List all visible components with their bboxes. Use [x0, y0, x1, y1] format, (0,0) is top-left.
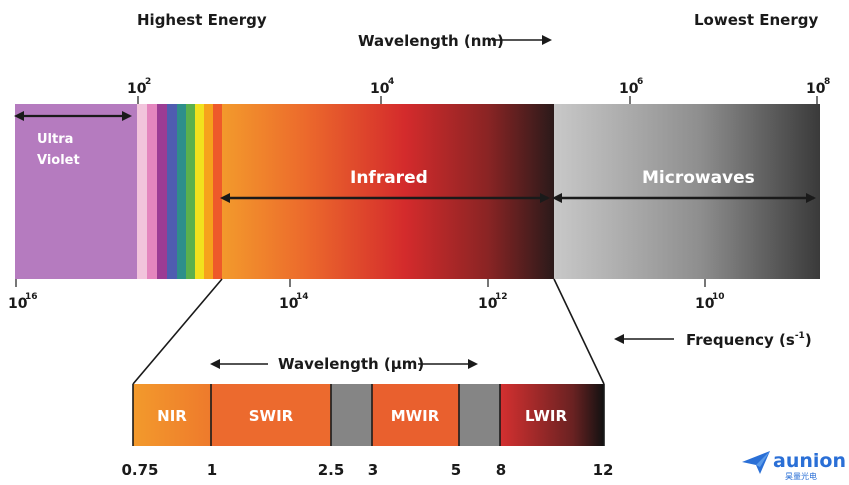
wavelength-tick-base: 10 [370, 81, 390, 97]
wavelength-tick-base: 10 [619, 81, 639, 97]
wavelength-tick-base: 10 [806, 81, 826, 97]
gap-segment [459, 384, 500, 446]
wavelength-tick-4: 10 8 [806, 77, 830, 104]
wavelength-tick-base: 10 [127, 81, 147, 97]
frequency-label-close: ) [805, 331, 812, 349]
wavelength-tick-3: 10 6 [619, 77, 643, 104]
paper-plane-icon [742, 451, 770, 474]
visible-strip [195, 104, 204, 279]
visible-strip [137, 104, 147, 279]
frequency-tick-base: 10 [695, 296, 715, 312]
infrared-detail-bar: NIR SWIR MWIR LWIR [132, 384, 605, 446]
mwir-label: MWIR [391, 407, 440, 425]
visible-strip [167, 104, 177, 279]
gap-segment [331, 384, 372, 446]
wavelength-tick-1: 10 2 [127, 77, 151, 104]
highest-energy-label: Highest Energy [137, 11, 267, 29]
logo-name: aunion [773, 450, 846, 472]
frequency-label-text: Frequency (s [686, 331, 795, 349]
frequency-tick-exp: 14 [296, 292, 309, 302]
aunion-logo: aunion 昊量光电 [742, 450, 846, 481]
nir-label: NIR [157, 407, 187, 425]
lwir-segment [500, 384, 604, 446]
frequency-tick-exp: 10 [712, 292, 725, 302]
frequency-tick-base: 10 [478, 296, 498, 312]
frequency-tick-exp: 16 [25, 292, 38, 302]
visible-strip [204, 104, 213, 279]
lwir-label: LWIR [525, 407, 568, 425]
frequency-tick-base: 10 [8, 296, 28, 312]
visible-strip [147, 104, 157, 279]
visible-strip [177, 104, 186, 279]
visible-strip [157, 104, 167, 279]
swir-segment [211, 384, 331, 446]
visible-strip [213, 104, 222, 279]
logo-subtitle: 昊量光电 [785, 471, 817, 481]
frequency-tick-2: 10 14 [279, 279, 309, 312]
frequency-tick-base: 10 [279, 296, 299, 312]
frequency-label: Frequency (s-1) [686, 331, 812, 349]
frequency-tick-exp: 12 [495, 292, 508, 302]
micron-tick: 2.5 [318, 461, 345, 479]
frequency-tick-4: 10 10 [695, 279, 725, 312]
nir-segment [133, 384, 211, 446]
spectrum-bar [15, 104, 820, 279]
mwir-segment [372, 384, 459, 446]
paper-plane-icon-fold [756, 451, 770, 467]
ultraviolet-label-line1: Ultra [37, 132, 73, 147]
micron-tick: 8 [496, 461, 506, 479]
wavelength-tick-exp: 2 [145, 77, 151, 87]
infrared-label: Infrared [350, 168, 428, 188]
wavelength-tick-exp: 8 [824, 77, 830, 87]
microwaves-label: Microwaves [642, 168, 755, 188]
micron-tick: 0.75 [121, 461, 158, 479]
swir-label: SWIR [249, 407, 294, 425]
ultraviolet-band [15, 104, 137, 279]
wavelength-tick-2: 10 4 [370, 77, 394, 104]
microwave-band [554, 104, 820, 279]
lowest-energy-label: Lowest Energy [694, 11, 818, 29]
wavelength-um-label: Wavelength (µm) [278, 355, 424, 373]
frequency-tick-3: 10 12 [478, 279, 508, 312]
wavelength-nm-label: Wavelength (nm) [358, 32, 504, 50]
micron-tick: 3 [368, 461, 378, 479]
ultraviolet-label-line2: Violet [37, 153, 80, 168]
frequency-tick-1: 10 16 [8, 279, 38, 312]
wavelength-tick-exp: 4 [388, 77, 394, 87]
frequency-label-sup: -1 [795, 331, 805, 341]
zoom-line-right [553, 278, 605, 385]
infrared-band [222, 104, 554, 279]
micron-tick: 12 [593, 461, 614, 479]
visible-strip [186, 104, 195, 279]
zoom-line-left [132, 278, 223, 385]
micron-tick: 1 [207, 461, 217, 479]
wavelength-tick-exp: 6 [637, 77, 643, 87]
micron-tick: 5 [451, 461, 461, 479]
